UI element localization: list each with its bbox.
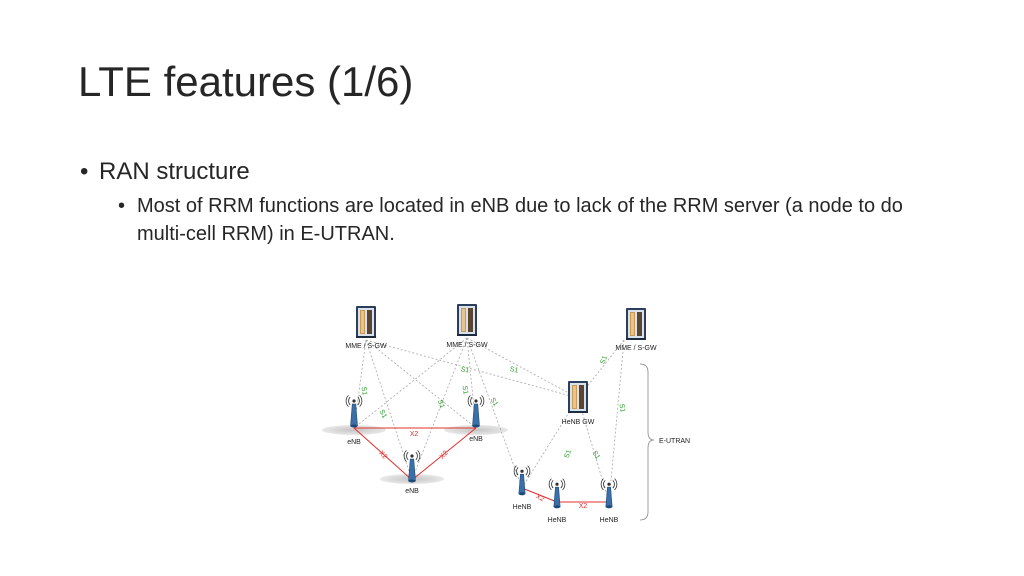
link-mme3-henb3 (608, 339, 625, 503)
link-label-mme1-enb1: S1 (359, 386, 367, 396)
server-icon (568, 381, 588, 413)
link-mme2-henb1 (466, 337, 523, 489)
enb-antenna-icon (403, 450, 421, 483)
node-label-enb3: eNB (469, 436, 483, 443)
bullet-ran-structure: RAN structure (80, 156, 960, 188)
link-mme2-enb1 (353, 337, 468, 429)
node-mme3: MME / S-GW (615, 308, 657, 352)
server-icon (457, 304, 477, 336)
link-label-enb1-enb3: X2 (410, 431, 419, 438)
bullet-list: RAN structure Most of RRM functions are … (80, 156, 960, 248)
sub-bullet-rrm: Most of RRM functions are located in eNB… (118, 192, 917, 248)
node-henb2: HeNB (548, 478, 567, 524)
link-label-henbgw-henb3: S1 (591, 450, 601, 461)
node-label-mme3: MME / S-GW (615, 345, 657, 352)
link-label-mme2-henbgw: S1 (509, 366, 519, 375)
node-enb2: eNB (403, 450, 421, 495)
node-henbgw: HeNB GW (562, 381, 595, 426)
link-label-mme2-enb3: S1 (460, 385, 468, 395)
node-mme2: MME / S-GW (446, 304, 488, 349)
node-mme1: MME / S-GW (345, 306, 387, 350)
link-enb2-enb3 (411, 427, 477, 481)
node-label-mme1: MME / S-GW (345, 343, 387, 350)
node-label-enb2: eNB (405, 488, 419, 495)
link-mme2-enb3 (466, 337, 477, 429)
enb-antenna-icon (467, 395, 485, 428)
node-label-henb3: HeNB (600, 517, 619, 524)
node-label-henb2: HeNB (548, 517, 567, 524)
link-mme2-enb2 (411, 337, 468, 481)
node-henb1: HeNB (513, 465, 532, 511)
e-utran-label: E-UTRAN (659, 438, 690, 445)
enb-antenna-icon (345, 395, 363, 428)
link-label-mme1-enb3: S1 (436, 399, 445, 409)
link-mme1-enb2 (365, 339, 413, 481)
node-label-enb1: eNB (347, 439, 361, 446)
e-utran-bracket (639, 363, 655, 521)
node-henb3: HeNB (600, 478, 619, 524)
server-icon (626, 308, 646, 340)
link-label-mme2-henb1: S1 (489, 397, 499, 408)
node-label-mme2: MME / S-GW (446, 342, 488, 349)
link-label-henb2-henb3: X2 (579, 503, 588, 510)
link-mme1-enb1 (353, 339, 367, 429)
link-henb1-henb2 (521, 487, 558, 503)
link-label-henb1-henb2: X2 (534, 493, 545, 503)
link-label-mme3-henbgw: S1 (600, 355, 610, 366)
link-mme1-henbgw (365, 339, 579, 399)
node-label-henbgw: HeNB GW (562, 419, 595, 426)
henb-antenna-icon (600, 478, 618, 509)
link-mme1-enb3 (365, 339, 477, 429)
link-label-enb1-enb2: X2 (377, 450, 388, 461)
link-label-henbgw-henb1: S1 (564, 449, 573, 459)
link-enb1-enb2 (353, 427, 413, 481)
link-label-mme1-henbgw: S1 (460, 366, 470, 374)
link-label-enb2-enb3: X2 (439, 450, 450, 461)
henb-antenna-icon (513, 465, 531, 496)
node-label-henb1: HeNB (513, 504, 532, 511)
link-label-mme2-enb2: S1 (378, 409, 388, 420)
server-icon (356, 306, 376, 338)
node-enb1: eNB (345, 395, 363, 446)
slide-title: LTE features (1/6) (78, 58, 414, 105)
henb-antenna-icon (548, 478, 566, 509)
node-enb3: eNB (467, 395, 485, 443)
link-label-mme3-henb3: S1 (617, 403, 625, 413)
link-mme2-henbgw (466, 337, 579, 399)
